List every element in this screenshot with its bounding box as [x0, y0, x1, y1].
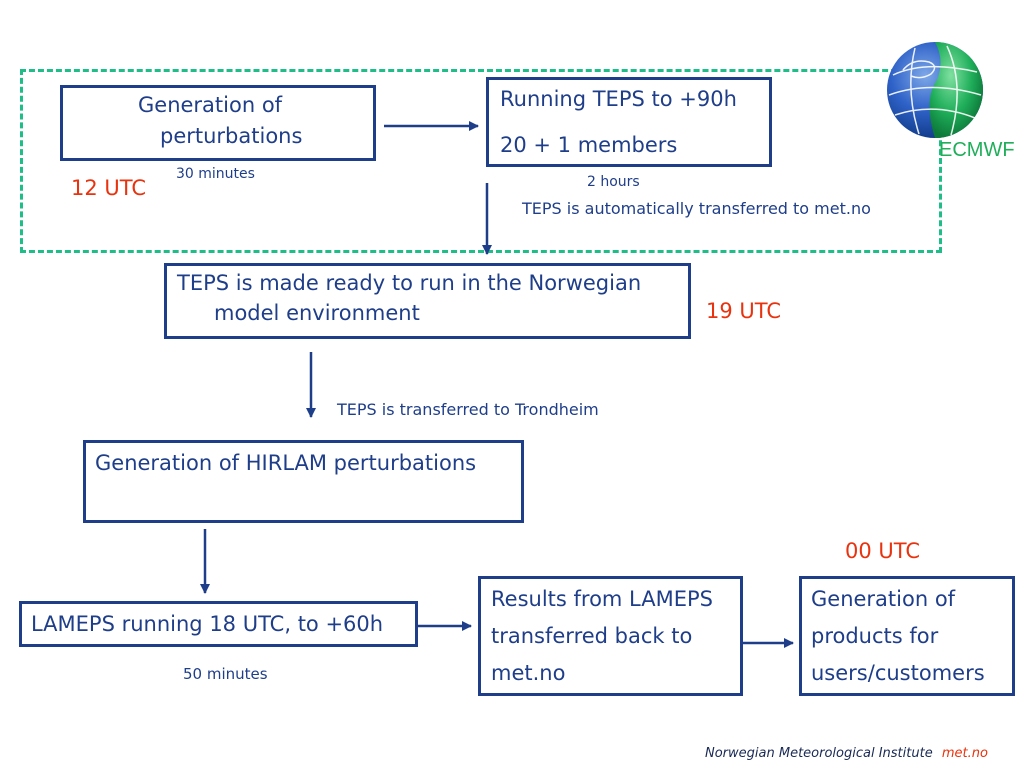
products-line3: users/customers: [811, 661, 985, 685]
generation-perturbations-box: Generation of perturbations: [60, 85, 376, 161]
running-teps-box: Running TEPS to +90h 20 + 1 members: [486, 77, 772, 167]
running-teps-line1: Running TEPS to +90h: [500, 87, 737, 111]
footer-site: met.no: [941, 746, 988, 761]
teps-trondheim-note: TEPS is transferred to Trondheim: [337, 400, 599, 419]
generation-perturbations-line1: Generation of: [138, 93, 283, 117]
duration-30-minutes: 30 minutes: [176, 166, 255, 182]
teps-ready-line2: model environment: [214, 301, 420, 325]
results-lameps-line3: met.no: [491, 661, 566, 685]
teps-ready-line1: TEPS is made ready to run in the Norwegi…: [177, 271, 642, 295]
ecmwf-logo-label: ECMWF: [939, 139, 1015, 161]
running-teps-line2: 20 + 1 members: [500, 133, 678, 157]
footer: Norwegian Meteorological Institute met.n…: [705, 746, 988, 761]
hirlam-perturbations-box: Generation of HIRLAM perturbations: [83, 440, 524, 523]
time-19-utc: 19 UTC: [706, 299, 782, 323]
ecmwf-globe-logo: [887, 42, 983, 138]
teps-auto-transfer-note: TEPS is automatically transferred to met…: [522, 199, 871, 218]
lameps-running-label: LAMEPS running 18 UTC, to +60h: [31, 612, 384, 636]
duration-50-minutes: 50 minutes: [183, 665, 268, 683]
duration-2-hours: 2 hours: [587, 174, 640, 190]
generation-perturbations-line2: perturbations: [160, 124, 303, 148]
ecmwf-region-border: [20, 69, 942, 253]
teps-ready-box: TEPS is made ready to run in the Norwegi…: [164, 263, 691, 339]
results-lameps-line2: transferred back to: [491, 624, 693, 648]
hirlam-perturbations-label: Generation of HIRLAM perturbations: [95, 451, 477, 475]
results-lameps-box: Results from LAMEPS transferred back to …: [478, 576, 743, 696]
time-12-utc: 12 UTC: [71, 176, 147, 200]
products-box: Generation of products for users/custome…: [799, 576, 1015, 696]
footer-institute: Norwegian Meteorological Institute: [705, 746, 933, 761]
products-line2: products for: [811, 624, 939, 648]
lameps-running-box: LAMEPS running 18 UTC, to +60h: [19, 601, 418, 647]
time-00-utc: 00 UTC: [845, 539, 921, 563]
products-line1: Generation of: [811, 587, 956, 611]
results-lameps-line1: Results from LAMEPS: [491, 587, 713, 611]
